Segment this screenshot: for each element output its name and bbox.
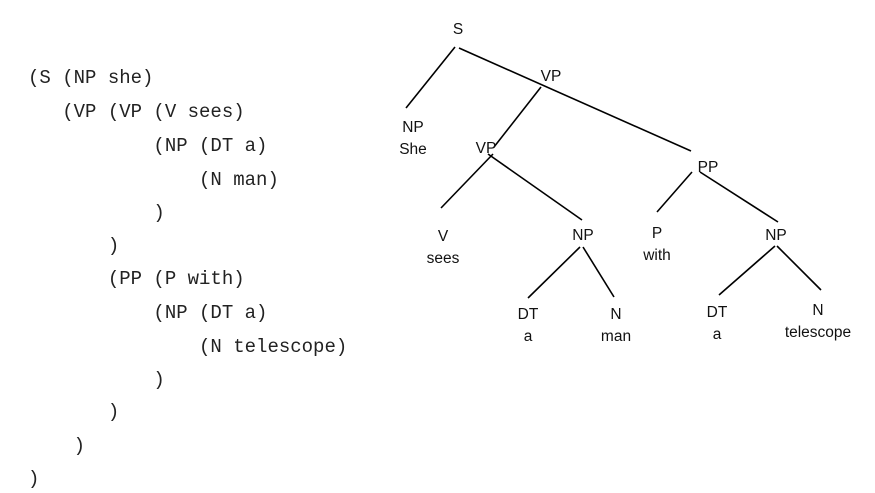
node-word-label: a [524,328,533,345]
node-word-label: with [642,247,671,264]
tree-edge-np-man-to-n-man [582,246,615,298]
bracket-line: (N telescope) [28,336,348,358]
bracket-line: ) [28,468,40,490]
node-category-label: VP [476,140,497,157]
node-category-label: P [652,225,662,242]
tree-node-dt-a-1: DT a [518,306,539,345]
tree-edge-np-man-to-dt-a-1 [527,246,581,299]
bracket-line: (NP (DT a) [28,302,268,324]
node-word-label: a [713,326,722,343]
node-category-label: DT [707,304,728,321]
tree-node-np-she: NP She [399,119,427,158]
node-word-label: telescope [785,324,851,341]
bracket-line: ) [28,435,86,457]
node-category-label: PP [698,159,719,176]
bracket-line: (N man) [28,169,279,191]
tree-edge-vp-top-to-vp-inner [493,86,542,148]
tree-edge-pp-to-p-with [656,171,693,213]
bracket-line: ) [28,202,165,224]
tree-edge-np-telescope-to-dt-a-2 [718,245,776,296]
node-word-label: sees [427,250,460,267]
tree-node-dt-a-2: DT a [707,304,728,343]
bracket-line: (S (NP she) [28,67,154,89]
tree-node-s: S [453,21,463,38]
node-category-label: NP [765,227,787,244]
node-category-label: N [610,306,621,323]
tree-node-np-telescope: NP [765,227,787,244]
node-word-label: She [399,141,427,158]
bracket-line: (NP (DT a) [28,135,268,157]
node-category-label: V [438,228,449,245]
tree-node-pp: PP [698,159,719,176]
node-category-label: VP [541,68,562,85]
bracket-line: ) [28,401,120,423]
tree-edge-vp-inner-to-np-man [487,153,583,221]
node-category-label: S [453,21,463,38]
node-category-label: NP [402,119,424,136]
node-category-label: NP [572,227,594,244]
bracket-line: (PP (P with) [28,268,245,290]
tree-edge-s-to-np-she [405,46,456,109]
bracket-line: ) [28,235,120,257]
bracket-line: ) [28,369,165,391]
node-category-label: DT [518,306,539,323]
tree-edge-pp-to-np-telescope [699,171,779,223]
tree-node-vp-top: VP [541,68,562,85]
bracket-line: (VP (VP (V sees) [28,101,245,123]
tree-node-vp-inner: VP [476,140,497,157]
tree-edges [405,46,822,299]
tree-edge-np-telescope-to-n-telescope [776,245,822,291]
node-word-label: man [601,328,631,345]
node-category-label: N [812,302,823,319]
tree-edge-s-to-pp [458,47,692,152]
tree-node-np-man: NP [572,227,594,244]
tree-edge-vp-inner-to-v-sees [440,153,494,209]
